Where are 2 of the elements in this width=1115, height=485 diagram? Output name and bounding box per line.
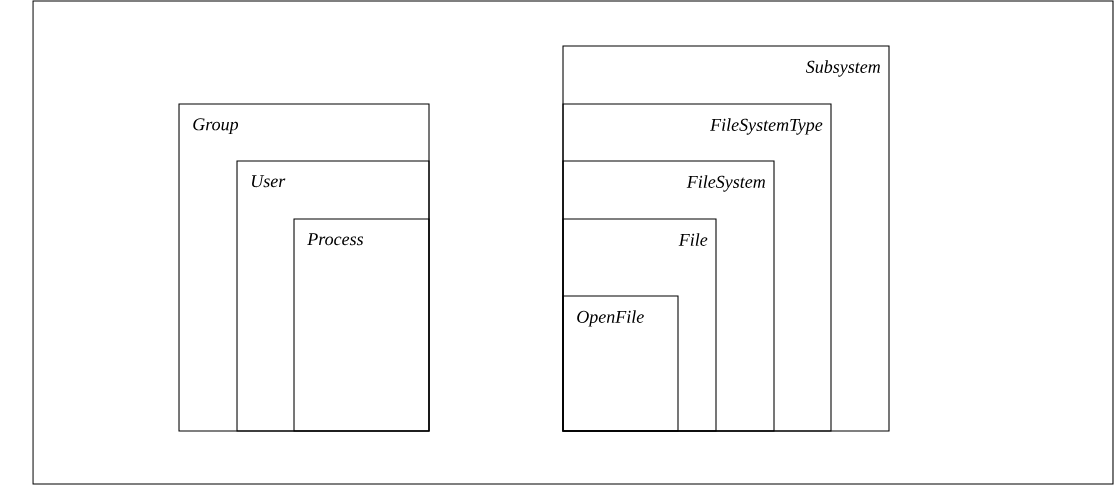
nested-box: OpenFile [562,295,679,432]
nested-box: Process [293,218,430,432]
